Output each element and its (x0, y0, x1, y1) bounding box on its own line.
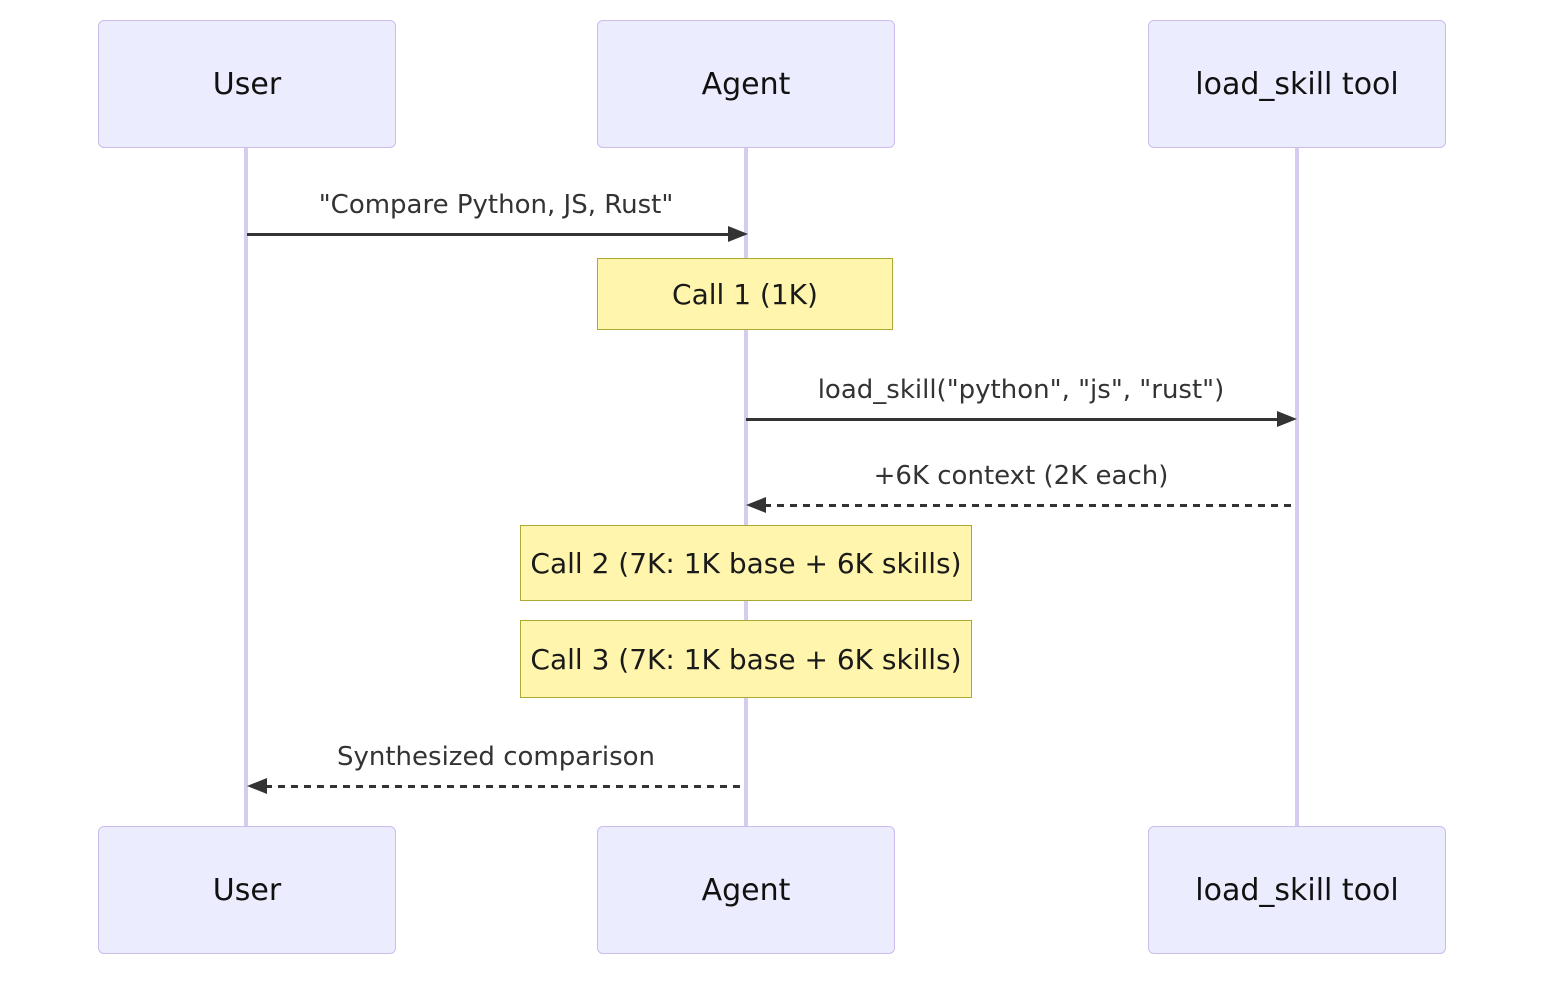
message-synthesized-line (265, 785, 746, 788)
arrowhead-left-icon (746, 497, 766, 513)
note-call-3-label: Call 3 (7K: 1K base + 6K skills) (530, 642, 962, 676)
note-call-1: Call 1 (1K) (597, 258, 893, 330)
arrowhead-left-icon (247, 778, 267, 794)
actor-agent-label: Agent (701, 872, 791, 908)
actor-agent-bottom: Agent (597, 826, 895, 954)
actor-load-skill-tool-bottom: load_skill tool (1148, 826, 1446, 954)
lifeline-load-skill-tool (1295, 148, 1299, 828)
lifeline-agent (744, 148, 748, 828)
lifeline-user (244, 148, 248, 828)
actor-user-label: User (212, 872, 282, 908)
actor-load-skill-tool-top: load_skill tool (1148, 20, 1446, 148)
message-load-skill-label: load_skill("python", "js", "rust") (817, 375, 1225, 405)
actor-user-bottom: User (98, 826, 396, 954)
arrowhead-right-icon (1277, 411, 1297, 427)
note-call-2-label: Call 2 (7K: 1K base + 6K skills) (530, 546, 962, 580)
actor-agent-top: Agent (597, 20, 895, 148)
message-load-skill-line (746, 418, 1278, 421)
actor-user-label: User (212, 66, 282, 102)
note-call-1-label: Call 1 (1K) (672, 277, 818, 311)
actor-load-skill-tool-label: load_skill tool (1195, 872, 1399, 908)
actor-agent-label: Agent (701, 66, 791, 102)
note-call-2: Call 2 (7K: 1K base + 6K skills) (520, 525, 972, 601)
message-context-line (764, 504, 1297, 507)
actor-load-skill-tool-label: load_skill tool (1195, 66, 1399, 102)
note-call-3: Call 3 (7K: 1K base + 6K skills) (520, 620, 972, 698)
actor-user-top: User (98, 20, 396, 148)
message-compare-line (247, 233, 728, 236)
message-context-label: +6K context (2K each) (873, 461, 1169, 491)
message-compare-label: "Compare Python, JS, Rust" (318, 190, 674, 220)
arrowhead-right-icon (728, 226, 748, 242)
message-synthesized-label: Synthesized comparison (336, 742, 656, 772)
